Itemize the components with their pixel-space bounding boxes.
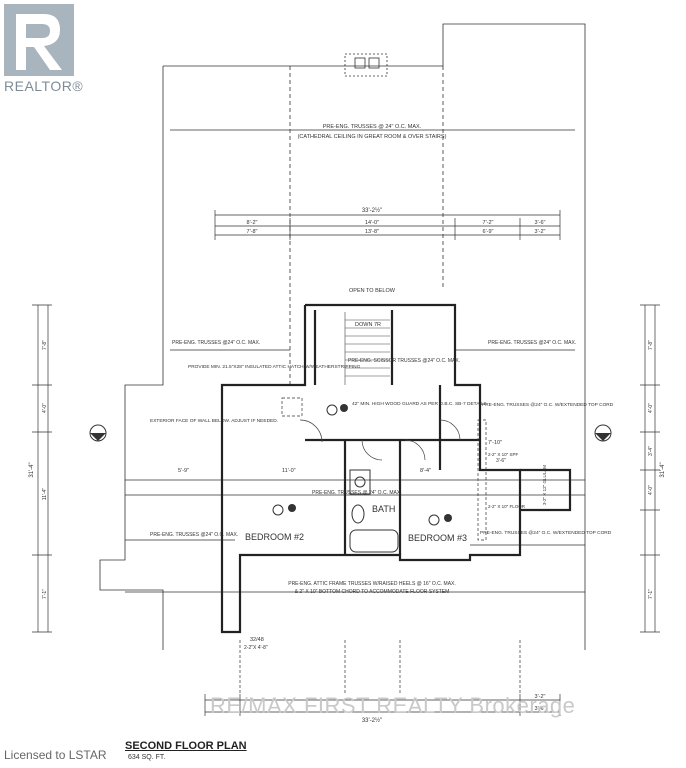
dim-room-right: 7'-10" <box>488 440 502 446</box>
dim-left-overall-wrap: 31'-4" <box>29 462 35 477</box>
room-bedroom-2: BEDROOM #2 <box>245 532 304 542</box>
dim-room-b3: 8'-4" <box>420 468 431 474</box>
room-bath: BATH <box>372 504 395 514</box>
walls <box>220 303 572 634</box>
section-markers <box>89 424 612 442</box>
door-swings <box>299 419 461 461</box>
roof-outline <box>99 23 586 650</box>
dim-right-seg-3: 3'-4" <box>648 446 654 456</box>
licensed-notice: Licensed to LSTAR <box>4 748 107 762</box>
plan-title: SECOND FLOOR PLAN <box>125 740 247 752</box>
note-top-cord: PRE-ENG. TRUSSES @24" O.C. W/EXTENDED TO… <box>482 402 614 408</box>
dim-left-overall: 31'-4" <box>29 462 35 477</box>
realtor-label: REALTOR® <box>4 78 84 94</box>
note-exterior-face: EXTERIOR FACE OF WALL BELOW. ADJUST IF N… <box>150 418 278 424</box>
dim-bottom-right: 3'-2" <box>535 694 546 700</box>
dim-room-left: 5'-9" <box>178 468 189 474</box>
note-trusses-mid: PRE-ENG. TRUSSES @ 24" O.C. MAX. <box>312 490 402 496</box>
dim-room-b3-inner: 3'-6" <box>496 458 506 464</box>
dimension-lines <box>32 210 660 716</box>
beam-label-2: 3-2" X 12" GLULAM <box>542 465 547 505</box>
stairs <box>344 312 390 385</box>
dim-top-upper-1: 8'-2" <box>247 220 258 226</box>
dim-bottom-right-2: 3'-6" <box>535 706 546 712</box>
note-trusses-right: PRE-ENG. TRUSSES @24" O.C. MAX. <box>488 340 576 346</box>
note-open-below: OPEN TO BELOW <box>349 288 396 294</box>
note-window-size: 2-2"X 4'-8" <box>244 645 268 651</box>
note-cathedral: (CATHEDRAL CEILING IN GREAT ROOM & OVER … <box>298 134 447 140</box>
note-trusses-bottom-left: PRE-ENG. TRUSSES @24" O.C. MAX. <box>150 532 238 538</box>
bath-fixtures <box>349 469 399 553</box>
dim-right-seg-4: 4'-0" <box>648 485 654 495</box>
note-scissor: PRE-ENG. SCISSOR TRUSSES @24" O.C. MAX. <box>348 358 460 364</box>
dim-top-lower-1: 7'-8" <box>247 229 258 235</box>
dim-top-upper-2: 14'-0" <box>365 220 379 226</box>
dim-left-seg-3: 11'-4" <box>42 488 48 501</box>
note-window: 32/48 <box>250 637 264 643</box>
note-attic-hatch: PROVIDE MIN. 21.5"X28" INSULATED ATTIC H… <box>188 364 361 370</box>
note-trusses-left: PRE-ENG. TRUSSES @24" O.C. MAX. <box>172 340 260 346</box>
note-bottom-chord: & 2" X 10" BOTTOM CHORD TO ACCOMMODATE F… <box>295 589 450 595</box>
note-guard: 42" MIN. HIGH WOOD GUARD AS PER O.B.C. S… <box>352 401 487 407</box>
note-trusses-top: PRE-ENG. TRUSSES @ 24" O.C. MAX. <box>323 124 422 130</box>
beam-label-1: 2-2" X 10" SPF <box>488 452 518 457</box>
plan-area: 634 SQ. FT. <box>128 754 166 761</box>
dim-top-upper-3: 7'-2" <box>483 220 494 226</box>
realtor-r-icon <box>16 14 62 70</box>
dim-right-seg-1: 7'-8" <box>648 340 654 350</box>
dim-right-overall: 31'-4" <box>660 462 666 477</box>
dim-left-seg-1: 7'-8" <box>42 340 48 350</box>
room-bedroom-3: BEDROOM #3 <box>408 533 467 543</box>
dim-top-lower-4: 3'-2" <box>535 229 546 235</box>
dim-top-upper-4: 3'-6" <box>535 220 546 226</box>
dim-top-lower-2: 13'-8" <box>365 229 379 235</box>
dim-right-seg-2: 4'-0" <box>648 403 654 413</box>
smoke-detectors <box>272 404 452 526</box>
dim-overall-bottom: 33'-2½" <box>362 717 382 724</box>
realtor-logo[interactable] <box>4 4 74 76</box>
closets <box>281 397 487 541</box>
brokerage-watermark: RE/MAX FIRST REALTY Brokerage <box>210 693 576 718</box>
dim-left-seg-2: 4'-0" <box>42 403 48 413</box>
note-trusses-bottom-right: PRE-ENG. TRUSSES @24" O.C. W/EXTENDED TO… <box>480 530 612 536</box>
dim-room-b2: 11'-0" <box>282 468 296 474</box>
plan-labels: PRE-ENG. TRUSSES @ 24" O.C. MAX. (CATHED… <box>29 124 666 724</box>
dim-top-lower-3: 6'-9" <box>483 229 494 235</box>
dim-overall-top: 33'-2½" <box>362 207 382 214</box>
note-down: DOWN 7R <box>355 322 381 328</box>
note-attic-frame: PRE-ENG. ATTIC FRAME TRUSSES W/RAISED HE… <box>288 581 456 587</box>
dim-right-seg-5: 7'-1" <box>648 589 654 599</box>
beam-label-3: 2-2" X 10" FLOOR <box>488 504 526 509</box>
dim-left-seg-4: 7'-1" <box>42 589 48 599</box>
